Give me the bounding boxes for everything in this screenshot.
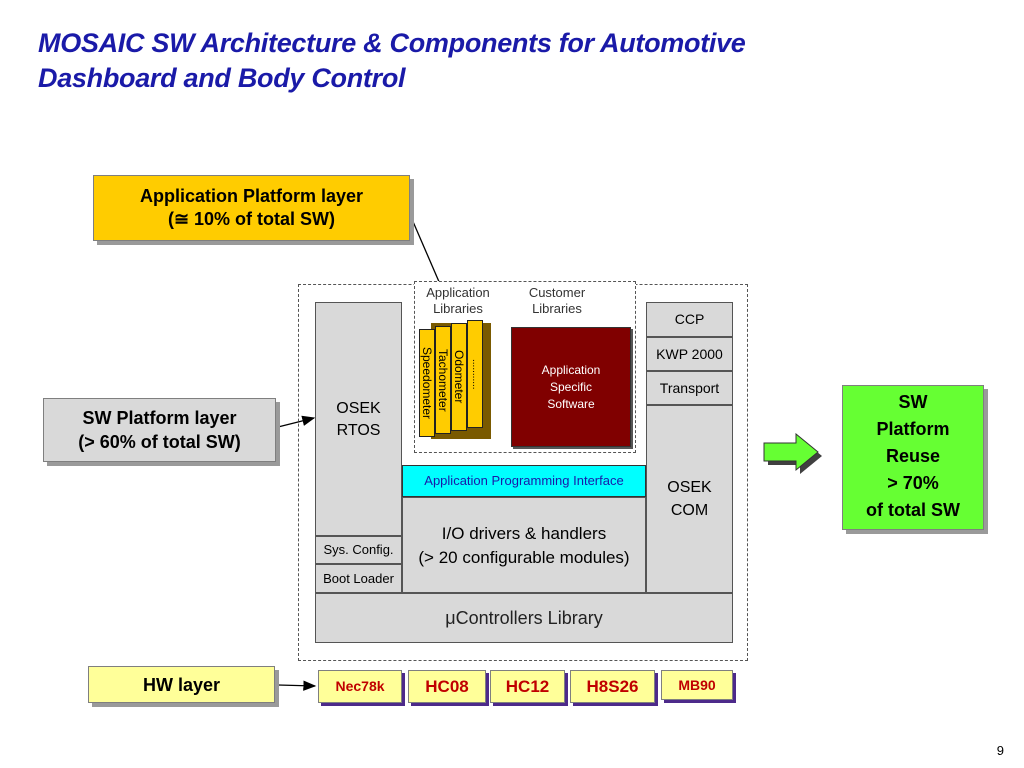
osek-rtos-line-2: RTOS: [336, 422, 381, 439]
io-drivers-block: I/O drivers & handlers (> 20 configurabl…: [402, 497, 646, 593]
hw-layer-arrow: [277, 680, 317, 691]
osek-com-block: OSEK COM: [646, 405, 733, 593]
book-odometer: Odometer: [451, 323, 467, 431]
kwp-label: KWP 2000: [656, 346, 723, 362]
app-specific-software-block: Application Specific Software: [511, 327, 631, 447]
book-speedometer: Speedometer: [419, 329, 435, 437]
api-label: Application Programming Interface: [424, 473, 624, 488]
hw-layer-label: HW layer: [142, 675, 221, 695]
app-specific-line-1: Application: [541, 363, 601, 377]
osek-rtos-line-1: OSEK: [336, 400, 381, 417]
boot-loader-block: Boot Loader: [315, 564, 402, 593]
title-line-2: Dashboard and Body Control: [38, 63, 406, 93]
ccp-block: CCP: [646, 302, 733, 337]
chip-hc12: HC12: [490, 670, 565, 703]
kwp-block: KWP 2000: [646, 337, 733, 371]
app-platform-share: (≅ 10% of total SW): [167, 209, 336, 229]
app-libraries-line-1: Application: [426, 285, 490, 300]
app-libraries-line-2: Libraries: [433, 301, 483, 316]
osek-rtos-block: OSEK RTOS: [315, 302, 402, 536]
osek-com-line-1: OSEK: [667, 479, 712, 496]
book-more: ...........: [467, 320, 483, 428]
reuse-line-4: > 70%: [887, 473, 939, 493]
hw-layer-callout: HW layer: [88, 666, 275, 703]
ccp-label: CCP: [674, 311, 705, 327]
controllers-library-block: μControllers Library: [315, 593, 733, 643]
app-platform-callout: Application Platform layer (≅ 10% of tot…: [93, 175, 410, 241]
sw-platform-callout: SW Platform layer (> 60% of total SW): [43, 398, 276, 462]
reuse-line-3: Reuse: [885, 446, 941, 466]
page-title: MOSAIC SW Architecture & Components for …: [38, 26, 938, 96]
customer-libraries-heading: Customer Libraries: [512, 285, 602, 317]
chip-mb90: MB90: [661, 670, 733, 700]
customer-libraries-line-1: Customer: [528, 285, 586, 300]
io-drivers-line-2: (> 20 configurable modules): [418, 548, 630, 567]
reuse-line-1: SW: [898, 392, 928, 412]
sw-platform-arrow: [277, 415, 316, 428]
mu-symbol: μ: [445, 608, 456, 628]
sys-config-label: Sys. Config.: [323, 542, 394, 557]
boot-loader-label: Boot Loader: [323, 571, 394, 586]
customer-libraries-line-2: Libraries: [532, 301, 582, 316]
sys-config-block: Sys. Config.: [315, 536, 402, 564]
app-specific-line-3: Software: [547, 397, 595, 411]
io-drivers-line-1: I/O drivers & handlers: [441, 524, 607, 543]
app-libraries-heading: Application Libraries: [416, 285, 500, 317]
reuse-line-2: Platform: [876, 419, 950, 439]
chip-nec78k: Nec78k: [318, 670, 402, 703]
reuse-callout: SW Platform Reuse > 70% of total SW: [842, 385, 984, 530]
reuse-arrow-icon: [763, 433, 822, 474]
osek-com-line-2: COM: [670, 502, 709, 519]
chip-h8s26: H8S26: [570, 670, 655, 703]
controllers-library-label: Controllers Library: [455, 608, 603, 628]
transport-label: Transport: [659, 380, 720, 396]
title-line-1: MOSAIC SW Architecture & Components for …: [38, 28, 746, 58]
book-tachometer: Tachometer: [435, 326, 451, 434]
api-bar: Application Programming Interface: [402, 465, 646, 497]
sw-platform-share: (> 60% of total SW): [78, 432, 241, 452]
transport-block: Transport: [646, 371, 733, 405]
page-number: 9: [996, 743, 1004, 758]
app-specific-line-2: Specific: [549, 380, 593, 394]
chip-hc08: HC08: [408, 670, 486, 703]
reuse-line-5: of total SW: [866, 500, 960, 520]
app-platform-label: Application Platform layer: [139, 186, 364, 206]
sw-platform-label: SW Platform layer: [82, 408, 237, 428]
app-libraries-stack: Speedometer Tachometer Odometer ........…: [419, 320, 491, 441]
